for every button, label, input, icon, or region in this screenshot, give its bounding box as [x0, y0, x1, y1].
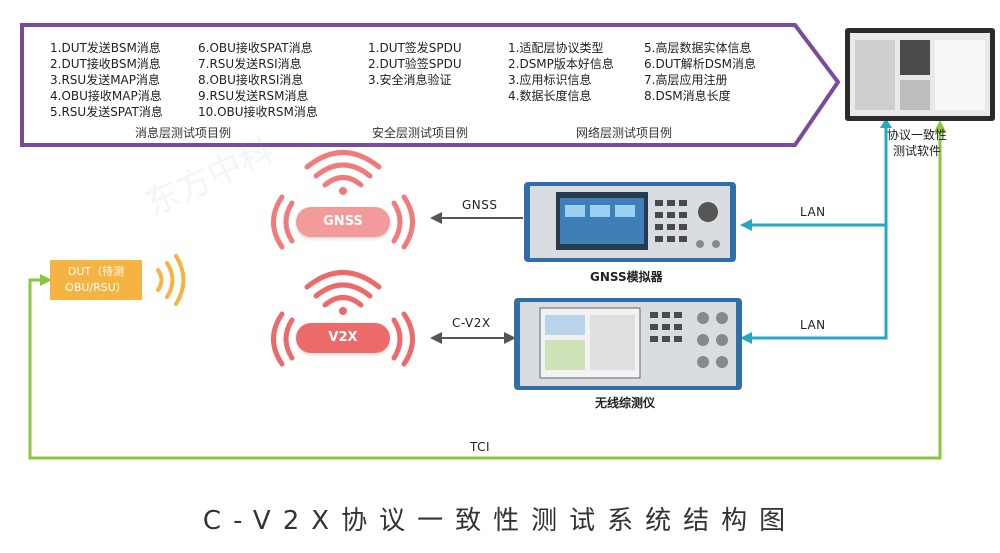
network-item: 6.DUT解析DSM消息 [644, 56, 756, 72]
dut-label-line2: OBU/RSU） [50, 280, 142, 296]
cv2x-link-label: C-V2X [452, 316, 491, 330]
network-layer-title: 网络层测试项目例 [576, 124, 672, 141]
network-item: 7.高层应用注册 [644, 72, 756, 88]
gnss-arrow [430, 212, 442, 224]
security-layer-list: 1.DUT签发SPDU 2.DUT验签SPDU 3.安全消息验证 [368, 40, 462, 88]
gnss-link-label: GNSS [462, 198, 498, 212]
dut-signal-icon [158, 256, 184, 304]
message-layer-list-2: 6.OBU接收SPAT消息 7.RSU发送RSI消息 8.OBU接收RSI消息 … [198, 40, 318, 120]
network-item: 8.DSM消息长度 [644, 88, 756, 104]
test-software-label-line1: 协议一致性 [873, 127, 961, 143]
tci-label: TCI [470, 440, 490, 454]
gnss-simulator-device [524, 182, 736, 262]
message-layer-title: 消息层测试项目例 [135, 124, 231, 141]
radio-tester-label: 无线综测仪 [595, 394, 655, 411]
security-item: 2.DUT验签SPDU [368, 56, 462, 72]
network-item: 4.数据长度信息 [508, 88, 614, 104]
security-layer-title: 安全层测试项目例 [372, 124, 468, 141]
message-item: 10.OBU接收RSM消息 [198, 104, 318, 120]
message-item: 8.OBU接收RSI消息 [198, 72, 318, 88]
test-software-label-line2: 测试软件 [873, 143, 961, 159]
diagram-title: C-V2X协议一致性测试系统结构图 [0, 500, 1000, 537]
message-item: 2.DUT接收BSM消息 [50, 56, 163, 72]
message-item: 7.RSU发送RSI消息 [198, 56, 318, 72]
message-item: 5.RSU发送SPAT消息 [50, 104, 163, 120]
message-item: 1.DUT发送BSM消息 [50, 40, 163, 56]
v2x-bubble: V2X [296, 323, 390, 353]
monitor-icon [845, 28, 995, 121]
security-item: 1.DUT签发SPDU [368, 40, 462, 56]
cv2x-arrow-left [430, 332, 442, 344]
gnss-simulator-label: GNSS模拟器 [590, 268, 663, 285]
dut-label-line1: DUT（待测 [50, 264, 142, 280]
network-layer-list-1: 1.适配层协议类型 2.DSMP版本好信息 3.应用标识信息 4.数据长度信息 [508, 40, 614, 104]
lan-bottom-label: LAN [800, 318, 826, 332]
network-item: 3.应用标识信息 [508, 72, 614, 88]
message-item: 4.OBU接收MAP消息 [50, 88, 163, 104]
message-item: 6.OBU接收SPAT消息 [198, 40, 318, 56]
network-item: 2.DSMP版本好信息 [508, 56, 614, 72]
message-layer-list-1: 1.DUT发送BSM消息 2.DUT接收BSM消息 3.RSU发送MAP消息 4… [50, 40, 163, 120]
dut-box: DUT（待测 OBU/RSU） [50, 260, 142, 300]
lan-line-main [750, 122, 886, 338]
network-item: 5.高层数据实体信息 [644, 40, 756, 56]
lan-arrow-top [740, 219, 752, 231]
security-item: 3.安全消息验证 [368, 72, 462, 88]
message-item: 9.RSU发送RSM消息 [198, 88, 318, 104]
message-item: 3.RSU发送MAP消息 [50, 72, 163, 88]
network-item: 1.适配层协议类型 [508, 40, 614, 56]
lan-top-label: LAN [800, 205, 826, 219]
radio-tester-device [514, 298, 742, 390]
test-software-label: 协议一致性 测试软件 [873, 127, 961, 159]
gnss-bubble: GNSS [296, 207, 390, 237]
network-layer-list-2: 5.高层数据实体信息 6.DUT解析DSM消息 7.高层应用注册 8.DSM消息… [644, 40, 756, 104]
